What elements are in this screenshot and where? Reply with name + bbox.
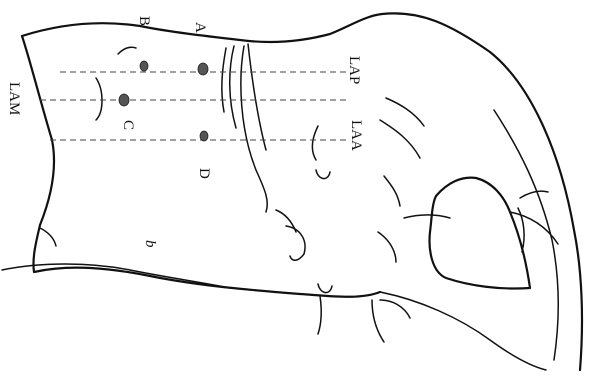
point-b: [140, 61, 148, 71]
organ-inner-line: [510, 212, 558, 244]
label-b: B: [136, 16, 152, 26]
label-d: D: [196, 168, 212, 179]
point-d: [200, 131, 208, 141]
notch-b: [118, 47, 136, 54]
organ-right-line: [494, 110, 558, 360]
outline-left-edge: [22, 36, 54, 225]
mark-left: [40, 228, 56, 246]
label-c: C: [120, 120, 136, 130]
point-c: [119, 94, 129, 106]
branch-right-2: [380, 120, 420, 158]
branch-right-5: [380, 300, 410, 318]
branch-right-4: [378, 232, 396, 262]
organ-vessel-top: [404, 215, 450, 218]
bottom-line-3: [372, 300, 384, 342]
internal-line-1: [222, 48, 226, 112]
hook-u-upper: [316, 170, 330, 179]
bottom-line-1: [380, 292, 546, 370]
label-a: A: [192, 22, 208, 33]
branch-right-1: [386, 98, 424, 126]
label-b-italic: b: [142, 240, 158, 248]
internal-line-4: [248, 44, 266, 150]
branch-right-3: [384, 176, 400, 206]
label-lam: LAM: [6, 82, 22, 115]
hook-laa: [312, 126, 318, 160]
outline-left-contour: [33, 225, 380, 297]
internal-line-3: [241, 46, 267, 212]
label-laa: LAA: [348, 120, 364, 151]
label-lap: LAP: [346, 56, 362, 84]
point-a: [198, 63, 208, 75]
hook-u-lower: [318, 284, 332, 293]
curve-near-c: [96, 78, 102, 120]
organ-outline: [430, 178, 530, 289]
lower-vessel: [520, 191, 548, 198]
internal-line-2: [230, 46, 236, 128]
bottom-line-2: [318, 296, 321, 334]
